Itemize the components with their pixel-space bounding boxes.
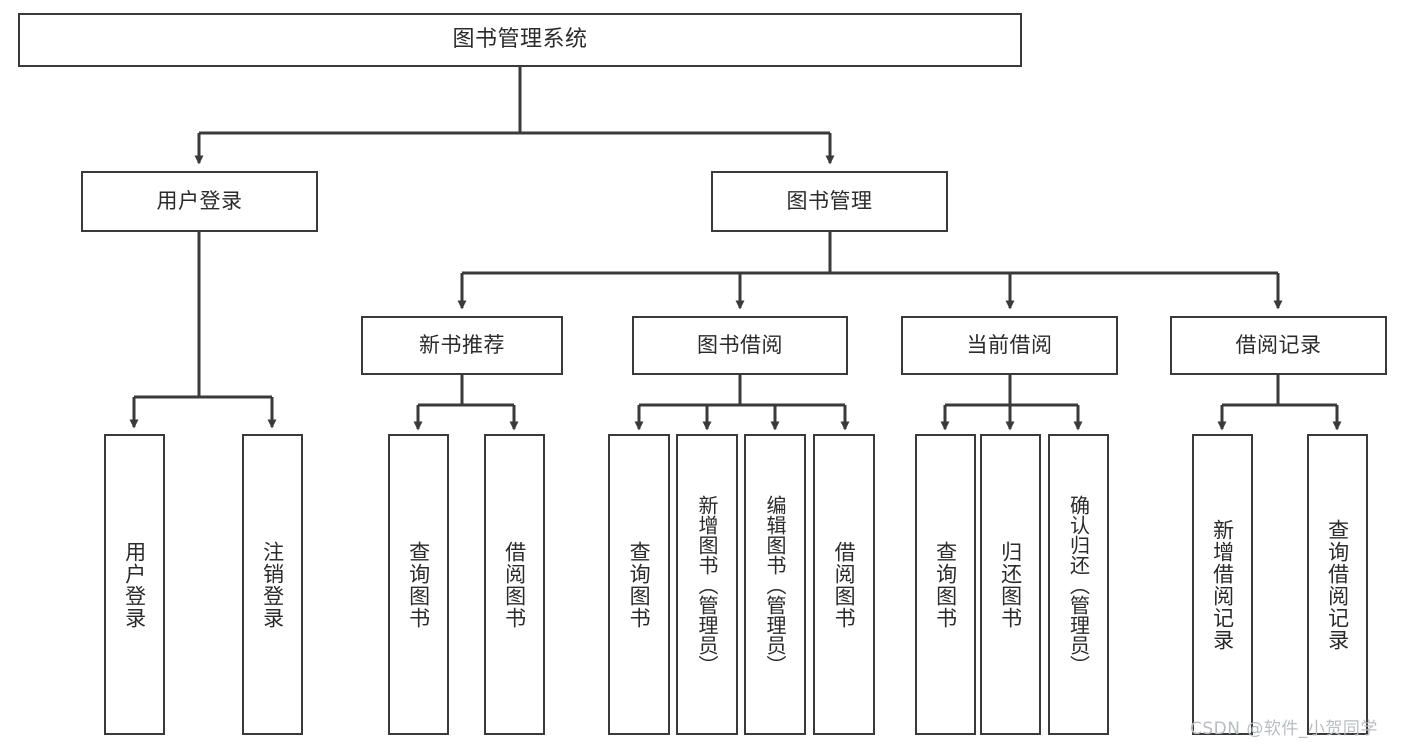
leaf-current-borrow-confirm-return-admin[interactable]: 确认归还（管理员） (1048, 434, 1109, 735)
node-user-login[interactable]: 用户登录 (81, 171, 318, 232)
csdn-watermark: CSDN @软件_小贺同学 (1190, 719, 1378, 739)
leaf-borrow-record-query-record[interactable]: 查询借阅记录 (1307, 434, 1368, 735)
node-borrow-record[interactable]: 借阅记录 (1170, 316, 1387, 375)
leaf-new-book-query-book[interactable]: 查询图书 (388, 434, 449, 735)
leaf-book-borrow-query-book[interactable]: 查询图书 (608, 434, 670, 735)
leaf-user-login-login[interactable]: 用户登录 (104, 434, 165, 735)
leaf-book-borrow-edit-book-admin[interactable]: 编辑图书（管理员） (744, 434, 806, 735)
leaf-borrow-record-add-record[interactable]: 新增借阅记录 (1192, 434, 1253, 735)
leaf-book-borrow-borrow-book[interactable]: 借阅图书 (813, 434, 875, 735)
node-book-management[interactable]: 图书管理 (711, 171, 948, 232)
leaf-new-book-borrow-book[interactable]: 借阅图书 (484, 434, 545, 735)
leaf-book-borrow-add-book-admin[interactable]: 新增图书（管理员） (676, 434, 738, 735)
node-new-book-recommend[interactable]: 新书推荐 (361, 316, 563, 375)
leaf-user-login-logout[interactable]: 注销登录 (242, 434, 303, 735)
leaf-current-borrow-return-book[interactable]: 归还图书 (980, 434, 1041, 735)
leaf-current-borrow-query-book[interactable]: 查询图书 (915, 434, 976, 735)
node-current-borrow[interactable]: 当前借阅 (901, 316, 1118, 375)
node-root-book-management-system[interactable]: 图书管理系统 (18, 13, 1022, 67)
node-book-borrow[interactable]: 图书借阅 (632, 316, 848, 375)
